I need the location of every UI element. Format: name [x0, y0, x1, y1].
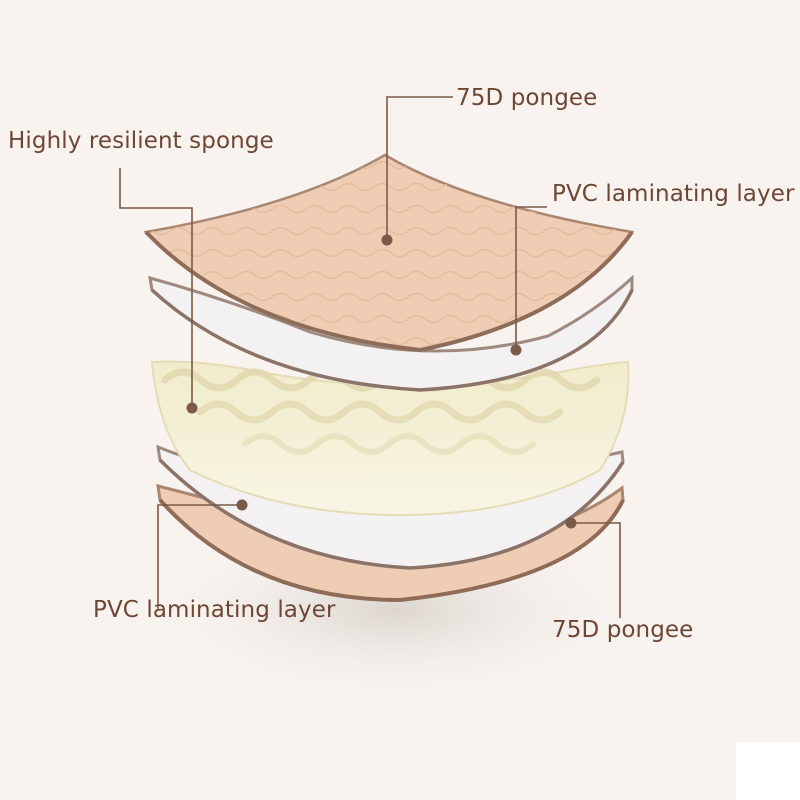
leader-line-sponge	[119, 168, 193, 408]
label-bottom-pvc: PVC laminating layer	[93, 597, 336, 623]
label-top-pongee: 75D pongee	[456, 85, 598, 111]
anchor-dot-sponge	[186, 402, 198, 414]
anchor-dot-top-pongee	[381, 234, 393, 246]
leader-line-bottom-pongee	[571, 522, 621, 618]
leader-lines	[119, 96, 621, 618]
anchor-dot-top-pvc	[510, 344, 522, 356]
label-top-pvc: PVC laminating layer	[552, 181, 795, 207]
anchor-dot-bottom-pvc	[236, 499, 248, 511]
corner-patch	[736, 742, 800, 800]
anchor-dots	[186, 234, 577, 529]
anchor-dot-bottom-pongee	[565, 517, 577, 529]
top-pongee-layer	[143, 153, 635, 353]
leader-line-bottom-pvc	[157, 504, 242, 610]
leader-line-top-pvc	[515, 206, 547, 350]
top-pvc-layer	[148, 274, 634, 392]
leader-line-top-pongee	[386, 96, 453, 240]
label-bottom-pongee: 75D pongee	[552, 617, 694, 643]
label-sponge: Highly resilient sponge	[8, 128, 274, 154]
